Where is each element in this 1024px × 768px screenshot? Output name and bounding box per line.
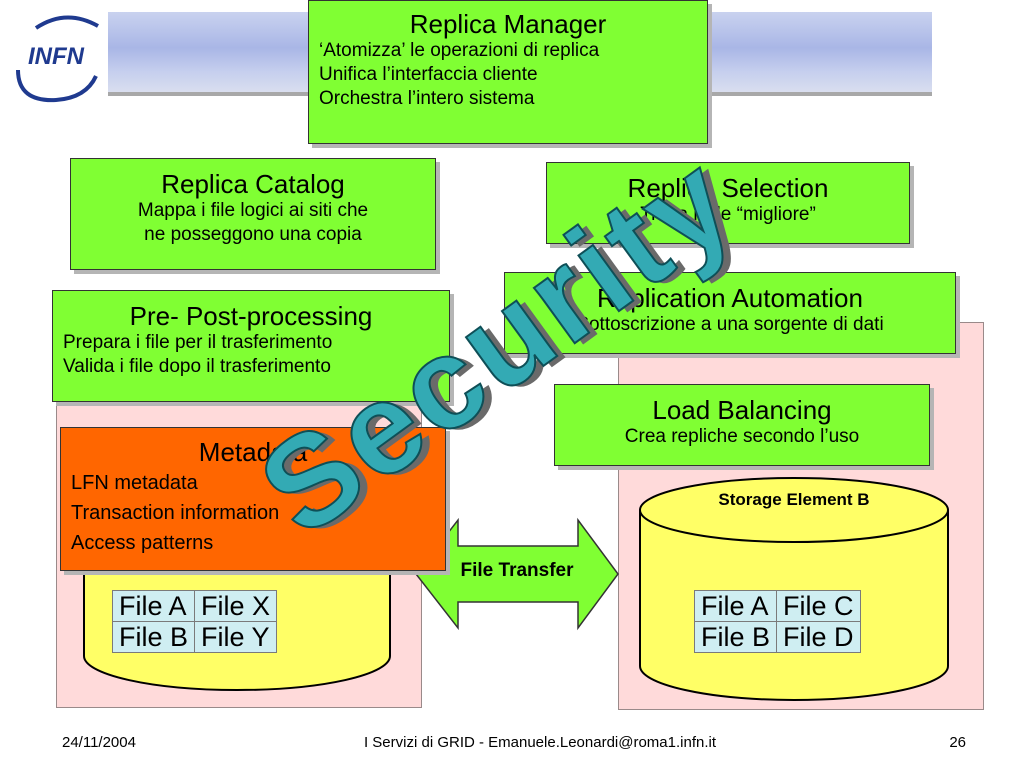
pre-post-line-2: Valida i file dopo il trasferimento	[63, 356, 331, 377]
replica-manager-line-3: Orchestra l’intero sistema	[319, 88, 535, 109]
file-cell: File C	[776, 590, 861, 622]
table-row: File A File X	[111, 590, 278, 622]
file-table-a: File A File X File B File Y	[111, 590, 278, 653]
replica-catalog-box: Replica Catalog Mappa i file logici ai s…	[70, 158, 436, 270]
file-cell: File B	[111, 621, 196, 653]
infn-logo: INFN	[16, 15, 99, 103]
file-cell: File A	[693, 590, 778, 622]
file-cell: File D	[776, 621, 861, 653]
load-balancing-box: Load Balancing Crea repliche secondo l’u…	[554, 384, 930, 466]
metadata-line-3: Access patterns	[71, 532, 214, 554]
footer-page: 26	[949, 734, 966, 751]
file-cell: File A	[111, 590, 196, 622]
logo-text: INFN	[28, 43, 85, 70]
footer-center: I Servizi di GRID - Emanuele.Leonardi@ro…	[363, 734, 717, 751]
security-overlay: Security Security	[233, 148, 769, 548]
metadata-line-2: Transaction information	[71, 502, 280, 524]
replica-manager-box: Replica Manager ‘Atomizza’ le operazioni…	[308, 0, 708, 144]
pre-post-line-1: Prepara i file per il trasferimento	[63, 332, 333, 353]
metadata-line-1: LFN metadata	[71, 472, 198, 494]
file-transfer-label: File Transfer	[460, 560, 574, 581]
metadata-title: Metadata	[198, 437, 308, 467]
replica-catalog-line-2: ne posseggono una copia	[144, 224, 362, 245]
pre-post-title: Pre- Post-processing	[129, 301, 373, 331]
replica-selection-box: Replica Selection Trova il file “miglior…	[546, 162, 910, 244]
pre-post-processing-box: Pre- Post-processing Prepara i file per …	[52, 290, 450, 402]
table-row: File B File Y	[111, 621, 278, 653]
file-transfer-arrow	[415, 517, 619, 631]
file-table-b: File A File C File B File D	[693, 590, 861, 653]
footer-date: 24/11/2004	[62, 734, 136, 751]
replica-selection-line: Trova il file “migliore”	[640, 204, 816, 225]
replica-selection-title: Replica Selection	[627, 173, 829, 203]
security-word: Security	[234, 148, 761, 548]
replica-catalog-title: Replica Catalog	[161, 169, 345, 199]
table-row: File A File C	[693, 590, 861, 622]
replication-automation-line: Sottoscrizione a una sorgente di dati	[576, 314, 884, 335]
replica-manager-line-1: ‘Atomizza’ le operazioni di replica	[319, 40, 600, 61]
replication-automation-box: Replication Automation Sottoscrizione a …	[504, 272, 956, 354]
load-balancing-title: Load Balancing	[652, 395, 832, 425]
replication-automation-title: Replication Automation	[597, 283, 863, 313]
table-row: File B File D	[693, 621, 861, 653]
load-balancing-line: Crea repliche secondo l’uso	[624, 426, 860, 447]
file-cell: File B	[693, 621, 778, 653]
replica-catalog-line-1: Mappa i file logici ai siti che	[137, 200, 369, 221]
replica-manager-title: Replica Manager	[409, 9, 607, 39]
replica-manager-line-2: Unifica l’interfaccia cliente	[319, 64, 538, 85]
storage-b-label: Storage Element B	[718, 490, 870, 509]
file-cell: File Y	[194, 621, 278, 653]
metadata-box: Metadata LFN metadata Transaction inform…	[60, 427, 446, 571]
file-cell: File X	[194, 590, 278, 622]
